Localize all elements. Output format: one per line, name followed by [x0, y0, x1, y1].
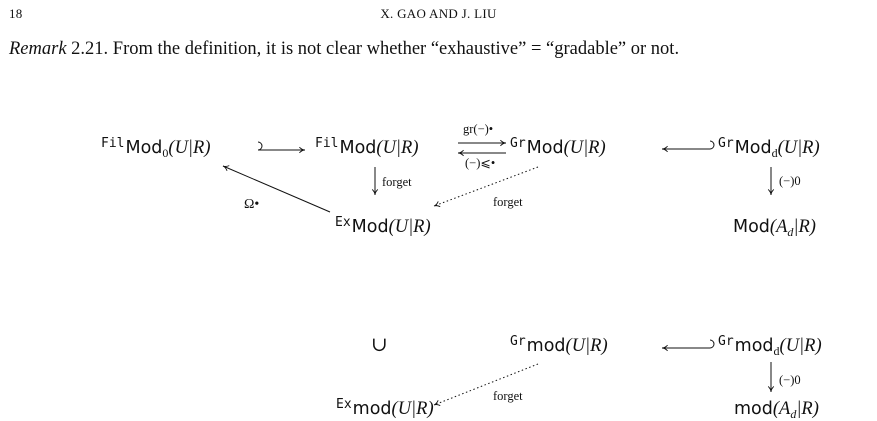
- arrow-forget-dotted-1: [433, 166, 539, 208]
- arrow-omega: [222, 165, 331, 213]
- label2-forget-diag: forget: [493, 389, 523, 403]
- remark-paragraph: Remark 2.21. From the definition, it is …: [9, 39, 679, 60]
- node-filmod0: FilMod0(U|R): [101, 136, 211, 160]
- label-filtration: (−)⩽•: [465, 156, 496, 170]
- node-modad: Mod(Ad|R): [733, 217, 816, 239]
- hook-arrow2-grmodd-grmod: [661, 339, 715, 352]
- node-grmod: GrMod(U|R): [510, 136, 606, 158]
- label-forget-down: forget: [382, 175, 412, 189]
- label-degree0: (−)0: [779, 174, 801, 188]
- label-gr: gr(−)•: [463, 122, 494, 136]
- label2-degree0: (−)0: [779, 373, 801, 387]
- remark-text: From the definition, it is not clear whe…: [112, 39, 680, 59]
- node2-grmod: Grmod(U|R): [510, 334, 608, 356]
- running-title: X. GAO AND J. LIU: [380, 6, 497, 21]
- node-filmod: FilMod(U|R): [315, 136, 419, 158]
- node2-grmodd: Grmodd(U|R): [718, 334, 822, 358]
- union-symbol: ∪: [371, 334, 388, 356]
- label-forget-diag: forget: [493, 195, 523, 209]
- remark-number: 2.21.: [71, 39, 109, 59]
- arrow-forget-dotted-2: [433, 363, 539, 406]
- hook-arrow-grmodd-grmod: [661, 140, 715, 153]
- node2-modad: mod(Ad|R): [734, 399, 819, 421]
- node-grmodd: GrModd(U|R): [718, 136, 820, 160]
- remark-label: Remark: [9, 39, 67, 59]
- label-omega: Ω•: [244, 197, 260, 212]
- node-exmod: ExMod(U|R): [335, 215, 431, 237]
- page-number: 18: [9, 6, 23, 21]
- node2-exmod: Exmod(U|R): [336, 397, 434, 419]
- hook-arrow-filmod0-filmod: [257, 141, 306, 154]
